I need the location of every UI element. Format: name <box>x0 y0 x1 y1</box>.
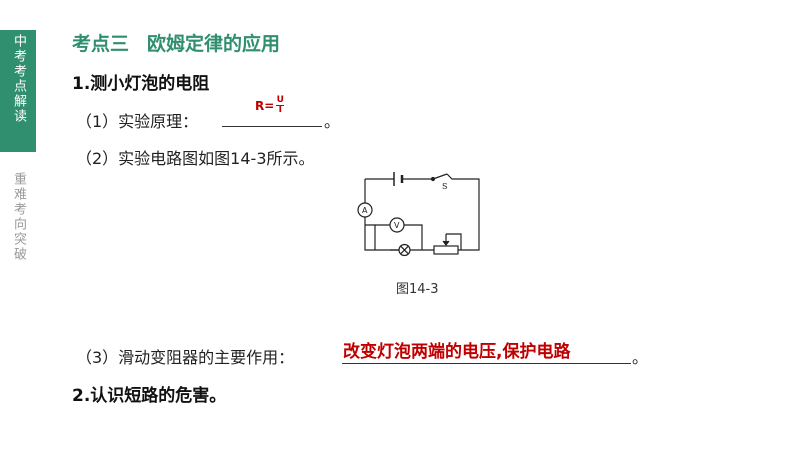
switch-symbol <box>430 173 448 182</box>
sentence-period: 。 <box>324 112 341 131</box>
section-heading: 2.认识短路的危害。 <box>72 386 227 406</box>
question-item-1: （1）实验原理： <box>76 112 199 131</box>
battery-symbol <box>393 172 404 186</box>
answer-formula: R= U I <box>255 95 285 115</box>
ammeter-label: A <box>362 206 368 215</box>
sidebar-tab-label: 重难考向突破 <box>11 172 26 262</box>
wire-left <box>364 179 400 251</box>
sidebar-tab-exam-points[interactable]: 中考考点解读 <box>0 30 36 152</box>
wire-top-right <box>446 173 480 251</box>
formula-prefix: R= <box>255 98 275 113</box>
sidebar-tab-label: 中考考点解读 <box>11 34 26 124</box>
rheostat-symbol <box>433 233 462 255</box>
ammeter-symbol: A <box>357 202 373 218</box>
sidebar-nav: 中考考点解读 重难考向突破 <box>0 0 36 450</box>
fraction-denominator: I <box>278 105 282 115</box>
wire-branch-left <box>365 224 376 250</box>
fraction-numerator: U <box>276 95 284 105</box>
fraction-bar <box>276 105 285 106</box>
voltmeter-label: V <box>394 221 400 230</box>
answer-blank <box>222 126 322 127</box>
voltmeter-symbol: V <box>389 217 405 233</box>
title-part-number: 考点三 <box>72 33 130 55</box>
sentence-period: 。 <box>632 348 649 367</box>
figure-caption: 图14-3 <box>396 282 439 297</box>
title-part-topic: 欧姆定律的应用 <box>147 33 281 55</box>
formula-fraction: U I <box>276 95 285 115</box>
page-title: 考点三欧姆定律的应用 <box>72 29 280 56</box>
lamp-symbol <box>398 243 411 257</box>
question-item-2: （2）实验电路图如图14-3所示。 <box>76 149 315 168</box>
circuit-diagram: S A V <box>356 170 482 263</box>
switch-label: S <box>442 182 447 191</box>
wire-meter-branch <box>375 224 423 250</box>
sidebar-tab-key-difficulties[interactable]: 重难考向突破 <box>0 172 36 292</box>
question-item-3: （3）滑动变阻器的主要作用： <box>76 348 295 367</box>
answer-blank <box>342 363 631 364</box>
section-heading: 1.测小灯泡的电阻 <box>72 74 210 94</box>
answer-text: 改变灯泡两端的电压,保护电路 <box>343 342 571 362</box>
